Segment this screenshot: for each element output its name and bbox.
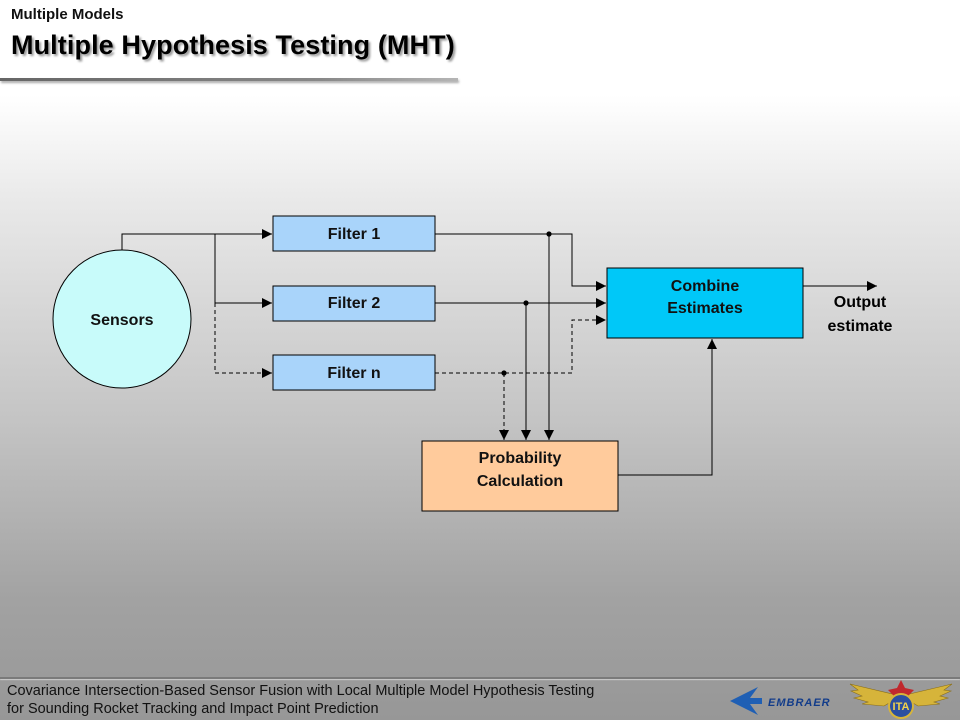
probability-label-line1: Probability bbox=[479, 450, 562, 467]
filter-n-label: Filter n bbox=[327, 365, 380, 382]
sensors-node: Sensors bbox=[52, 249, 192, 389]
probability-calculation-box: Probability Calculation bbox=[421, 440, 619, 512]
header-divider bbox=[0, 78, 458, 81]
footer-citation: Covariance Intersection-Based Sensor Fus… bbox=[7, 682, 707, 718]
output-label-line2: estimate bbox=[828, 318, 893, 335]
junction-filter1 bbox=[546, 231, 552, 237]
ita-logo: ITA bbox=[849, 680, 953, 719]
footer-line-2: for Sounding Rocket Tracking and Impact … bbox=[7, 701, 379, 717]
sensors-label: Sensors bbox=[90, 312, 153, 329]
footer-divider bbox=[0, 677, 960, 679]
junction-filter2 bbox=[523, 300, 529, 306]
connector-sensors-filtern bbox=[214, 303, 272, 378]
connector-filtern-combine bbox=[435, 315, 606, 374]
filter-2-box: Filter 2 bbox=[272, 285, 436, 322]
probability-label-line2: Calculation bbox=[477, 473, 563, 490]
sensor-to-filter-connectors bbox=[121, 229, 272, 378]
footer-line-1: Covariance Intersection-Based Sensor Fus… bbox=[7, 683, 595, 699]
combine-label-line2: Estimates bbox=[667, 300, 743, 317]
ita-logo-text: ITA bbox=[893, 701, 910, 713]
connector-probability-combine bbox=[618, 339, 717, 476]
filter-n-box: Filter n bbox=[272, 354, 436, 391]
filter-to-probability-connectors bbox=[499, 234, 554, 440]
combine-label-line1: Combine bbox=[671, 278, 740, 295]
slide-title: Multiple Hypothesis Testing (MHT) bbox=[11, 30, 455, 60]
filter-1-label: Filter 1 bbox=[328, 226, 381, 243]
junction-dots bbox=[501, 231, 552, 376]
embraer-logo-text: EMBRAER bbox=[768, 697, 831, 709]
embraer-logo: EMBRAER bbox=[730, 687, 831, 715]
section-subtitle: Multiple Models bbox=[11, 6, 124, 23]
combine-estimates-box: Combine Estimates bbox=[606, 267, 804, 339]
junction-filtern bbox=[501, 370, 507, 376]
output-label-line1: Output bbox=[834, 294, 887, 311]
filter-2-label: Filter 2 bbox=[328, 295, 381, 312]
filter-to-combine-connectors bbox=[435, 233, 606, 374]
connector-sensors-filter2 bbox=[214, 234, 272, 308]
filter-1-box: Filter 1 bbox=[272, 215, 436, 252]
connector-sensors-filter1 bbox=[121, 229, 272, 250]
connector-filter1-combine bbox=[435, 233, 606, 291]
